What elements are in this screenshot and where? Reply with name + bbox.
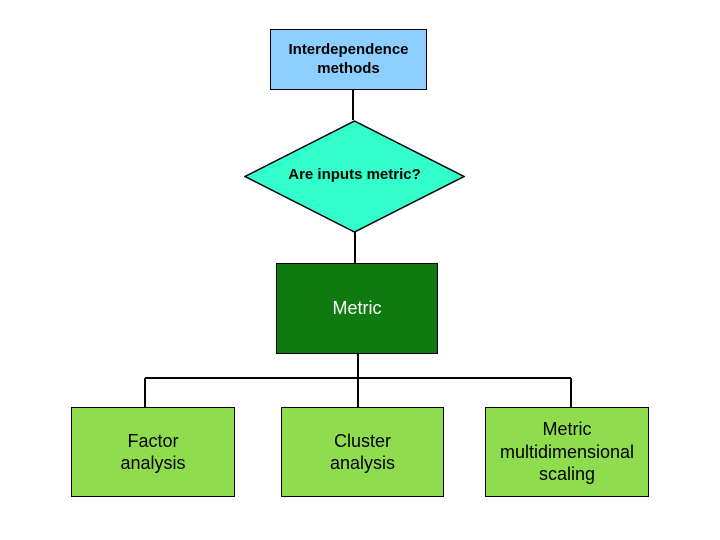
- metric-branch-node: Metric: [276, 263, 438, 354]
- leaf-metric-mds-label: Metric multidimensional scaling: [499, 419, 635, 485]
- leaf-factor-analysis-label: Factor analysis: [120, 430, 186, 474]
- leaf-metric-mds: Metric multidimensional scaling: [485, 407, 649, 497]
- decision-diamond: [244, 120, 465, 233]
- leaf-cluster-analysis-label: Cluster analysis: [329, 430, 396, 474]
- decision-label: Are inputs metric?: [288, 166, 421, 183]
- root-node: Interdependence methods: [270, 29, 427, 90]
- root-node-label: Interdependence methods: [288, 40, 409, 77]
- leaf-cluster-analysis: Cluster analysis: [281, 407, 444, 497]
- metric-branch-label: Metric: [332, 298, 382, 319]
- leaf-factor-analysis: Factor analysis: [71, 407, 235, 497]
